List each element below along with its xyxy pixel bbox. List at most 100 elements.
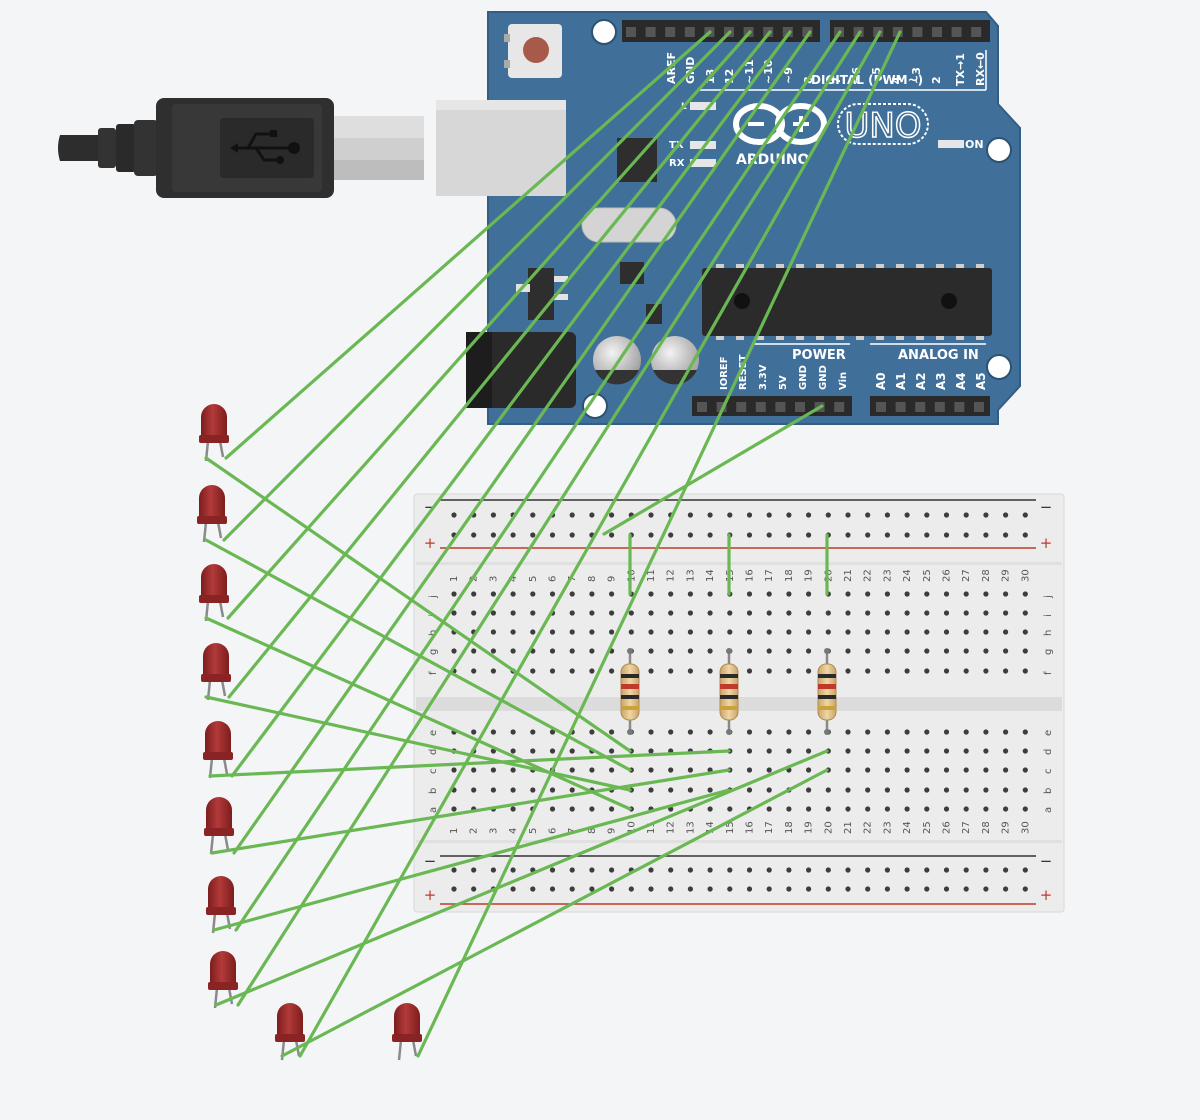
atmega-chip [702, 264, 992, 340]
mounting-hole [591, 19, 617, 45]
jumper-wire[interactable] [416, 30, 902, 1058]
column-number: 23 [882, 569, 893, 582]
row-letter: a [1043, 807, 1054, 813]
jumper-wire[interactable] [602, 404, 824, 536]
digital-pin-label: ~3 [910, 67, 923, 84]
column-number: 10 [626, 821, 637, 834]
rx-led [690, 159, 716, 167]
column-number: 4 [508, 828, 519, 834]
row-letter: e [428, 730, 439, 736]
jumper-wire[interactable] [204, 695, 632, 792]
column-number: 5 [528, 828, 539, 834]
jumper-wire[interactable] [227, 30, 772, 699]
digital-pin-label: ~9 [782, 67, 795, 84]
jumper-wire[interactable] [230, 30, 792, 778]
row-letter: j [1043, 595, 1054, 599]
jumper-wire[interactable] [204, 616, 632, 811]
column-number: 17 [764, 821, 775, 834]
mounting-hole [986, 354, 1012, 380]
analog-header[interactable] [870, 396, 990, 416]
rail-minus-sign: − [1040, 498, 1053, 516]
column-number: 7 [567, 828, 578, 834]
column-number: 3 [488, 828, 499, 834]
jumper-wire[interactable] [222, 30, 732, 542]
jumper-wire[interactable] [210, 768, 731, 855]
analog-pin-label: A0 [874, 372, 888, 390]
digital-pin-label: 2 [930, 76, 943, 84]
column-number: 27 [961, 569, 972, 582]
column-number: 6 [548, 828, 559, 834]
jumper-wire[interactable] [204, 538, 632, 772]
jumper-wire[interactable] [234, 30, 842, 932]
jumper-wire[interactable] [226, 30, 752, 620]
red-led[interactable] [199, 564, 229, 622]
power-pin-label: GND [818, 365, 829, 390]
jumper-wires[interactable] [204, 30, 902, 1058]
red-led[interactable] [199, 404, 229, 462]
row-letter: h [1043, 630, 1054, 636]
power-jack[interactable] [466, 332, 576, 408]
capacitor [651, 336, 699, 385]
resistors[interactable] [620, 648, 837, 735]
red-led[interactable] [197, 485, 227, 543]
digital-pwm-label: DIGITAL (PWM~) [811, 73, 923, 87]
column-number: 24 [902, 569, 913, 582]
rail-minus-sign: − [1040, 852, 1053, 870]
jumper-wire[interactable] [214, 749, 829, 1007]
column-number: 30 [1020, 569, 1031, 582]
row-letter: g [428, 649, 439, 655]
red-led[interactable] [208, 951, 238, 1009]
jumper-wire[interactable] [236, 30, 862, 1007]
jumper-wire[interactable] [232, 30, 812, 855]
column-number: 10 [626, 569, 637, 582]
digital-pin-label: 4 [890, 76, 903, 84]
column-number: 28 [981, 569, 992, 582]
rx-label: RX [669, 158, 685, 169]
column-number: 16 [745, 821, 756, 834]
red-led[interactable] [203, 721, 233, 779]
usb-cable[interactable] [58, 98, 424, 198]
red-led[interactable] [392, 1003, 422, 1061]
reset-button[interactable] [504, 24, 562, 78]
red-led[interactable] [206, 876, 236, 934]
row-letter: g [1043, 649, 1054, 655]
leds[interactable] [197, 404, 422, 1061]
analog-pin-label: A3 [934, 372, 948, 390]
arduino-uno-board[interactable]: L TX RX ON ARDUINO UNO AREFGND1312~11~10… [436, 11, 1021, 425]
red-led[interactable] [275, 1003, 305, 1061]
red-led[interactable] [204, 797, 234, 855]
power-pin-label: GND [798, 365, 809, 390]
column-number: 29 [1001, 821, 1012, 834]
resistor[interactable] [719, 648, 739, 735]
jumper-wire[interactable] [224, 30, 712, 460]
resistor[interactable] [817, 648, 837, 735]
rail-plus-sign: + [424, 886, 437, 904]
column-number: 8 [587, 576, 598, 582]
jumper-wire[interactable] [212, 788, 731, 932]
rail-plus-sign: + [1040, 886, 1053, 904]
column-number: 30 [1020, 821, 1031, 834]
row-letter: a [428, 807, 439, 813]
digital-pin-label: 7 [830, 76, 843, 84]
column-number: 25 [922, 569, 933, 582]
digital-header-right[interactable] [830, 20, 990, 42]
power-pin-label: RESET [738, 354, 749, 390]
jumper-wire[interactable] [280, 768, 829, 1058]
usb-socket[interactable] [436, 100, 566, 196]
column-number: 9 [607, 828, 618, 834]
column-number: 2 [469, 576, 480, 582]
column-number: 8 [587, 828, 598, 834]
on-led [938, 140, 964, 148]
column-number: 21 [843, 569, 854, 582]
mounting-hole [986, 137, 1012, 163]
column-number: 14 [705, 569, 716, 582]
analog-pin-label: A1 [894, 372, 908, 390]
jumper-wire[interactable] [208, 749, 731, 778]
jumper-wire[interactable] [298, 30, 882, 1058]
power-header[interactable] [692, 396, 852, 416]
red-led[interactable] [201, 643, 231, 701]
jumper-wire[interactable] [204, 456, 632, 753]
arduino-brand-text: ARDUINO [736, 152, 810, 168]
resistor[interactable] [620, 648, 640, 735]
